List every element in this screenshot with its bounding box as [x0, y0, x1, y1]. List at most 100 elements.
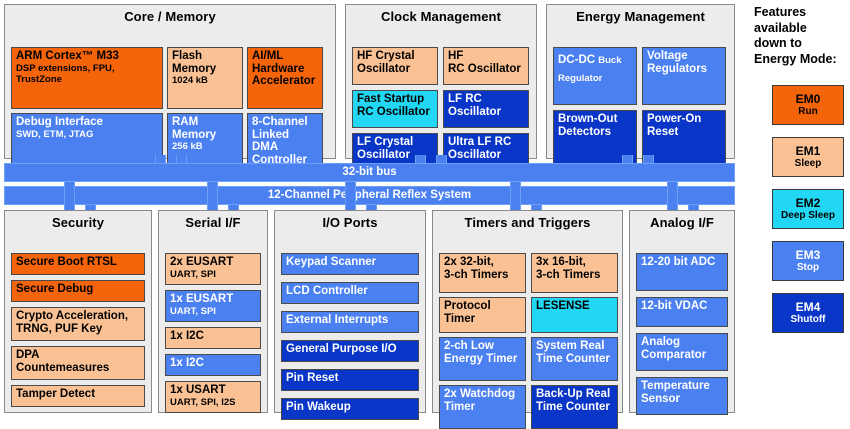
connector-stub — [622, 155, 633, 168]
connector-stub — [207, 182, 218, 210]
block-label-primary: 12-20 bit ADC — [641, 256, 716, 268]
block-timers-triggers-3: LESENSE — [531, 297, 618, 333]
block-label-primary: 12-bit VDAC — [641, 300, 708, 312]
block-io-ports-4: Pin Reset — [281, 369, 419, 391]
block-label-secondary: UART, SPI — [170, 268, 216, 280]
block-label-primary: Ultra LF RC Oscillator — [448, 136, 512, 161]
legend-item-em1: EM1 Sleep — [772, 137, 844, 177]
connector-stub — [531, 205, 542, 213]
legend-em2-state: Deep Sleep — [781, 209, 835, 221]
block-label-primary: DPA Countemeasures — [16, 349, 110, 374]
block-label-primary: Secure Boot RTSL — [16, 256, 117, 268]
block-label-secondary: Buck Regulator — [558, 55, 622, 84]
block-label-primary: HF RC Oscillator — [448, 50, 521, 75]
block-label-primary: 2-ch Low Energy Timer — [444, 340, 518, 365]
block-label-primary: ARM Cortex™ M33 — [16, 50, 119, 62]
block-analog-if-2: Analog Comparator — [636, 333, 728, 371]
block-clock-management-0: HF Crystal Oscillator — [352, 47, 438, 85]
block-io-ports-1: LCD Controller — [281, 282, 419, 304]
legend-em3-name: EM3 — [795, 247, 821, 262]
block-label-primary: RAM Memory — [172, 116, 217, 141]
block-energy-management-3: Power-On Reset — [642, 110, 726, 168]
block-io-ports-5: Pin Wakeup — [281, 398, 419, 420]
block-io-ports-3: General Purpose I/O — [281, 340, 419, 362]
block-label-primary: Keypad Scanner — [286, 256, 377, 268]
connector-stub — [366, 205, 377, 213]
connector-stub — [155, 155, 166, 168]
block-analog-if-1: 12-bit VDAC — [636, 297, 728, 327]
legend-item-em3: EM3 Stop — [772, 241, 844, 281]
block-label-secondary: UART, SPI — [170, 305, 216, 317]
block-label-primary: Fast Startup RC Oscillator — [357, 93, 430, 118]
block-label-primary: 1x USART — [170, 384, 226, 396]
block-security-4: Tamper Detect — [11, 385, 145, 407]
block-label-primary: HF Crystal Oscillator — [357, 50, 415, 75]
block-label-primary: 2x Watchdog Timer — [444, 388, 516, 413]
block-label-primary: General Purpose I/O — [286, 343, 397, 355]
panel-title-serial-if: Serial I/F — [185, 215, 241, 230]
block-io-ports-0: Keypad Scanner — [281, 253, 419, 275]
block-security-2: Crypto Acceleration, TRNG, PUF Key — [11, 307, 145, 341]
block-label-primary: 2x EUSART — [170, 256, 234, 268]
block-label-primary: DC-DC — [558, 54, 599, 66]
panel-title-analog-if: Analog I/F — [650, 215, 714, 230]
block-security-1: Secure Debug — [11, 280, 145, 302]
block-timers-triggers-0: 2x 32-bit, 3-ch Timers — [439, 253, 526, 293]
block-label-primary: LF RC Oscillator — [448, 93, 502, 118]
legend-item-em0: EM0 Run — [772, 85, 844, 125]
block-clock-management-2: Fast Startup RC Oscillator — [352, 90, 438, 128]
connector-stub — [345, 182, 356, 210]
block-core-memory-2: AI/ML Hardware Accelerator — [247, 47, 323, 109]
block-label-primary: Temperature Sensor — [641, 380, 710, 405]
block-timers-triggers-7: Back-Up Real Time Counter — [531, 385, 618, 429]
panel-analog-if: Analog I/F 12-20 bit ADC 12-bit VDAC Analo… — [629, 210, 735, 415]
panel-title-security: Security — [51, 215, 105, 230]
block-label-primary: Brown-Out Detectors — [558, 113, 618, 138]
block-label-secondary: SWD, ETM, JTAG — [16, 128, 94, 140]
block-label-primary: 8-Channel Linked DMA Controller — [252, 116, 308, 166]
panel-title-clock-management: Clock Management — [380, 9, 502, 24]
block-label-primary: Protocol Timer — [444, 300, 491, 325]
block-clock-management-1: HF RC Oscillator — [443, 47, 529, 85]
legend-em1-name: EM1 — [795, 143, 821, 158]
block-timers-triggers-1: 3x 16-bit, 3-ch Timers — [531, 253, 618, 293]
block-label-primary: LESENSE — [536, 300, 590, 312]
block-label-primary: Voltage Regulators — [647, 50, 708, 75]
block-clock-management-3: LF RC Oscillator — [443, 90, 529, 128]
block-label-primary: Pin Reset — [286, 372, 339, 384]
block-label-primary: External Interrupts — [286, 314, 389, 326]
block-label-primary: Flash Memory — [172, 50, 217, 75]
block-label-secondary: DSP extensions, FPU, TrustZone — [16, 62, 115, 85]
connector-stub — [64, 182, 75, 210]
block-label-primary: Back-Up Real Time Counter — [536, 388, 611, 413]
block-label-primary: AI/ML Hardware Accelerator — [252, 50, 316, 88]
block-label-primary: 1x I2C — [170, 330, 204, 342]
connector-stub — [228, 205, 239, 213]
bus-32bit-label: 32-bit bus — [342, 166, 397, 178]
block-label-primary: Secure Debug — [16, 283, 94, 295]
bus-32bit: 32-bit bus — [4, 163, 735, 182]
block-energy-management-1: Voltage Regulators — [642, 47, 726, 105]
panel-clock-management: Clock Management HF Crystal Oscillator HF… — [345, 4, 537, 171]
bus-prs: 12-Channel Peripheral Reflex System — [4, 186, 735, 205]
block-label-primary: LF Crystal Oscillator — [357, 136, 414, 161]
legend-em4-name: EM4 — [795, 299, 821, 314]
legend-em3-state: Stop — [796, 261, 820, 273]
block-label-primary: 1x I2C — [170, 357, 204, 369]
block-analog-if-3: Temperature Sensor — [636, 377, 728, 415]
legend-item-em2: EM2 Deep Sleep — [772, 189, 844, 229]
block-label-primary: Crypto Acceleration, TRNG, PUF Key — [16, 310, 129, 335]
block-label-primary: Analog Comparator — [641, 336, 707, 361]
block-label-secondary: 256 kB — [172, 141, 203, 153]
block-label-primary: Power-On Reset — [647, 113, 702, 138]
legend-em0-state: Run — [798, 105, 818, 117]
block-serial-if-3: 1x I2C — [165, 354, 261, 376]
